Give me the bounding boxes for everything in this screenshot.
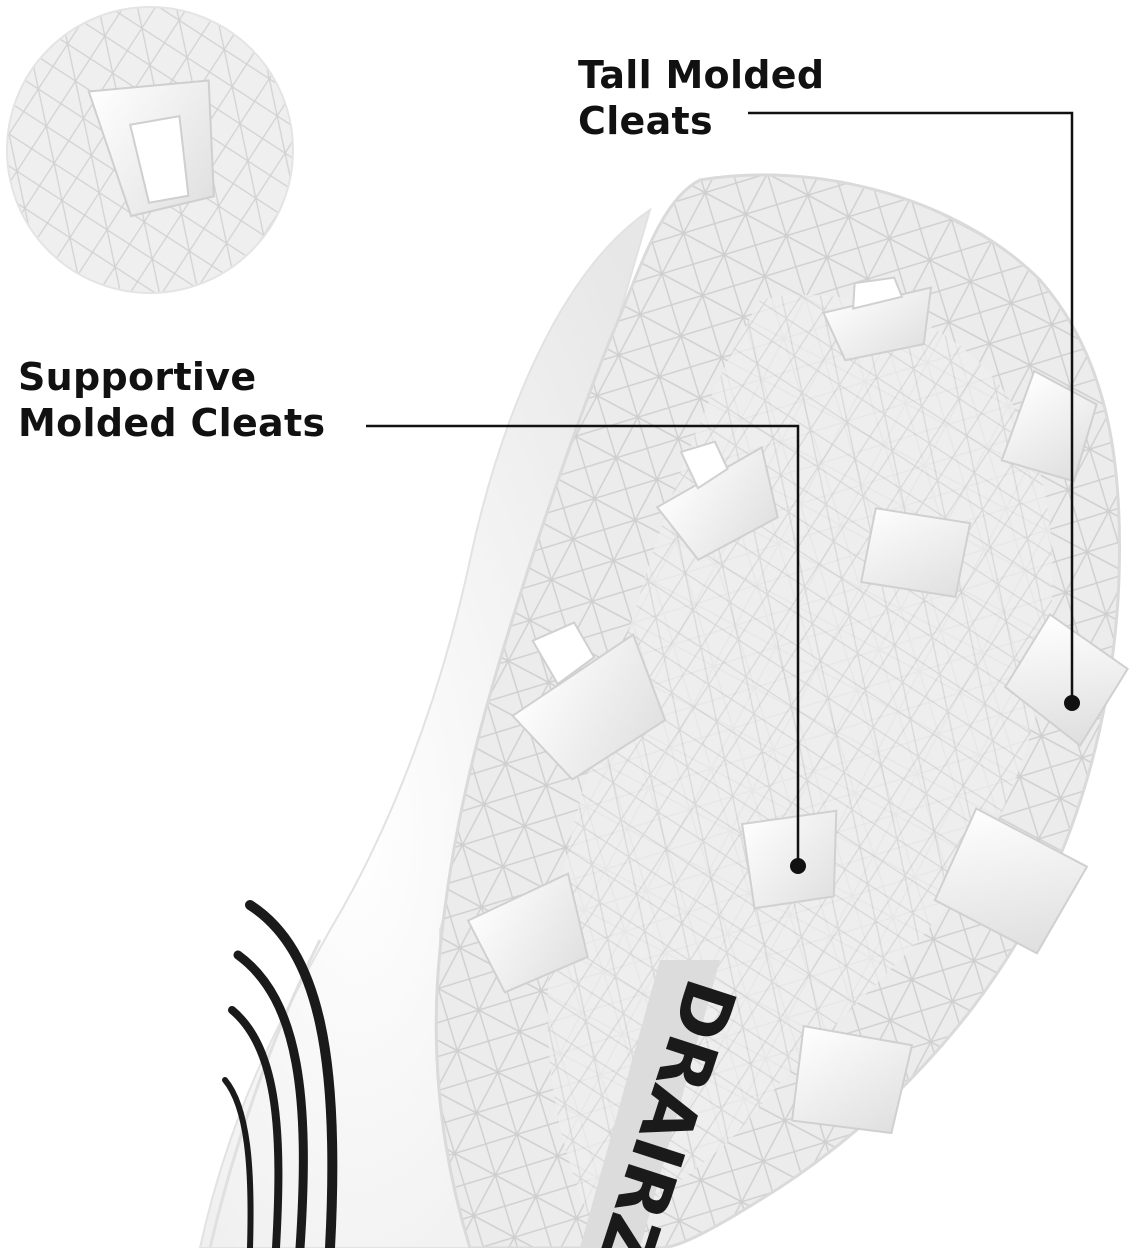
callout-tall-line2: Cleats bbox=[578, 99, 713, 143]
cleat-closeup-circle bbox=[6, 6, 294, 294]
upper-stripes bbox=[222, 900, 338, 1248]
stud bbox=[859, 507, 972, 599]
stud bbox=[466, 872, 589, 994]
leader-line-supportive bbox=[366, 424, 800, 866]
stud bbox=[740, 809, 838, 910]
callout-dot-tall bbox=[1064, 695, 1080, 711]
stud bbox=[511, 621, 667, 781]
callout-tall-line1: Tall Molded bbox=[578, 53, 825, 97]
callout-tall-molded-cleats: Tall Molded Cleats bbox=[578, 52, 824, 144]
callout-supportive-line1: Supportive bbox=[18, 355, 257, 399]
leader-line-tall bbox=[748, 111, 1074, 703]
callout-supportive-line2: Molded Cleats bbox=[18, 401, 326, 445]
stud bbox=[655, 440, 779, 562]
stud bbox=[933, 807, 1089, 955]
cleat-studs bbox=[466, 276, 1130, 1135]
callout-supportive-molded-cleats: Supportive Molded Cleats bbox=[18, 354, 325, 446]
stud bbox=[790, 1024, 914, 1135]
stud bbox=[822, 276, 933, 362]
stud bbox=[1003, 613, 1130, 748]
callout-dot-supportive bbox=[790, 858, 806, 874]
